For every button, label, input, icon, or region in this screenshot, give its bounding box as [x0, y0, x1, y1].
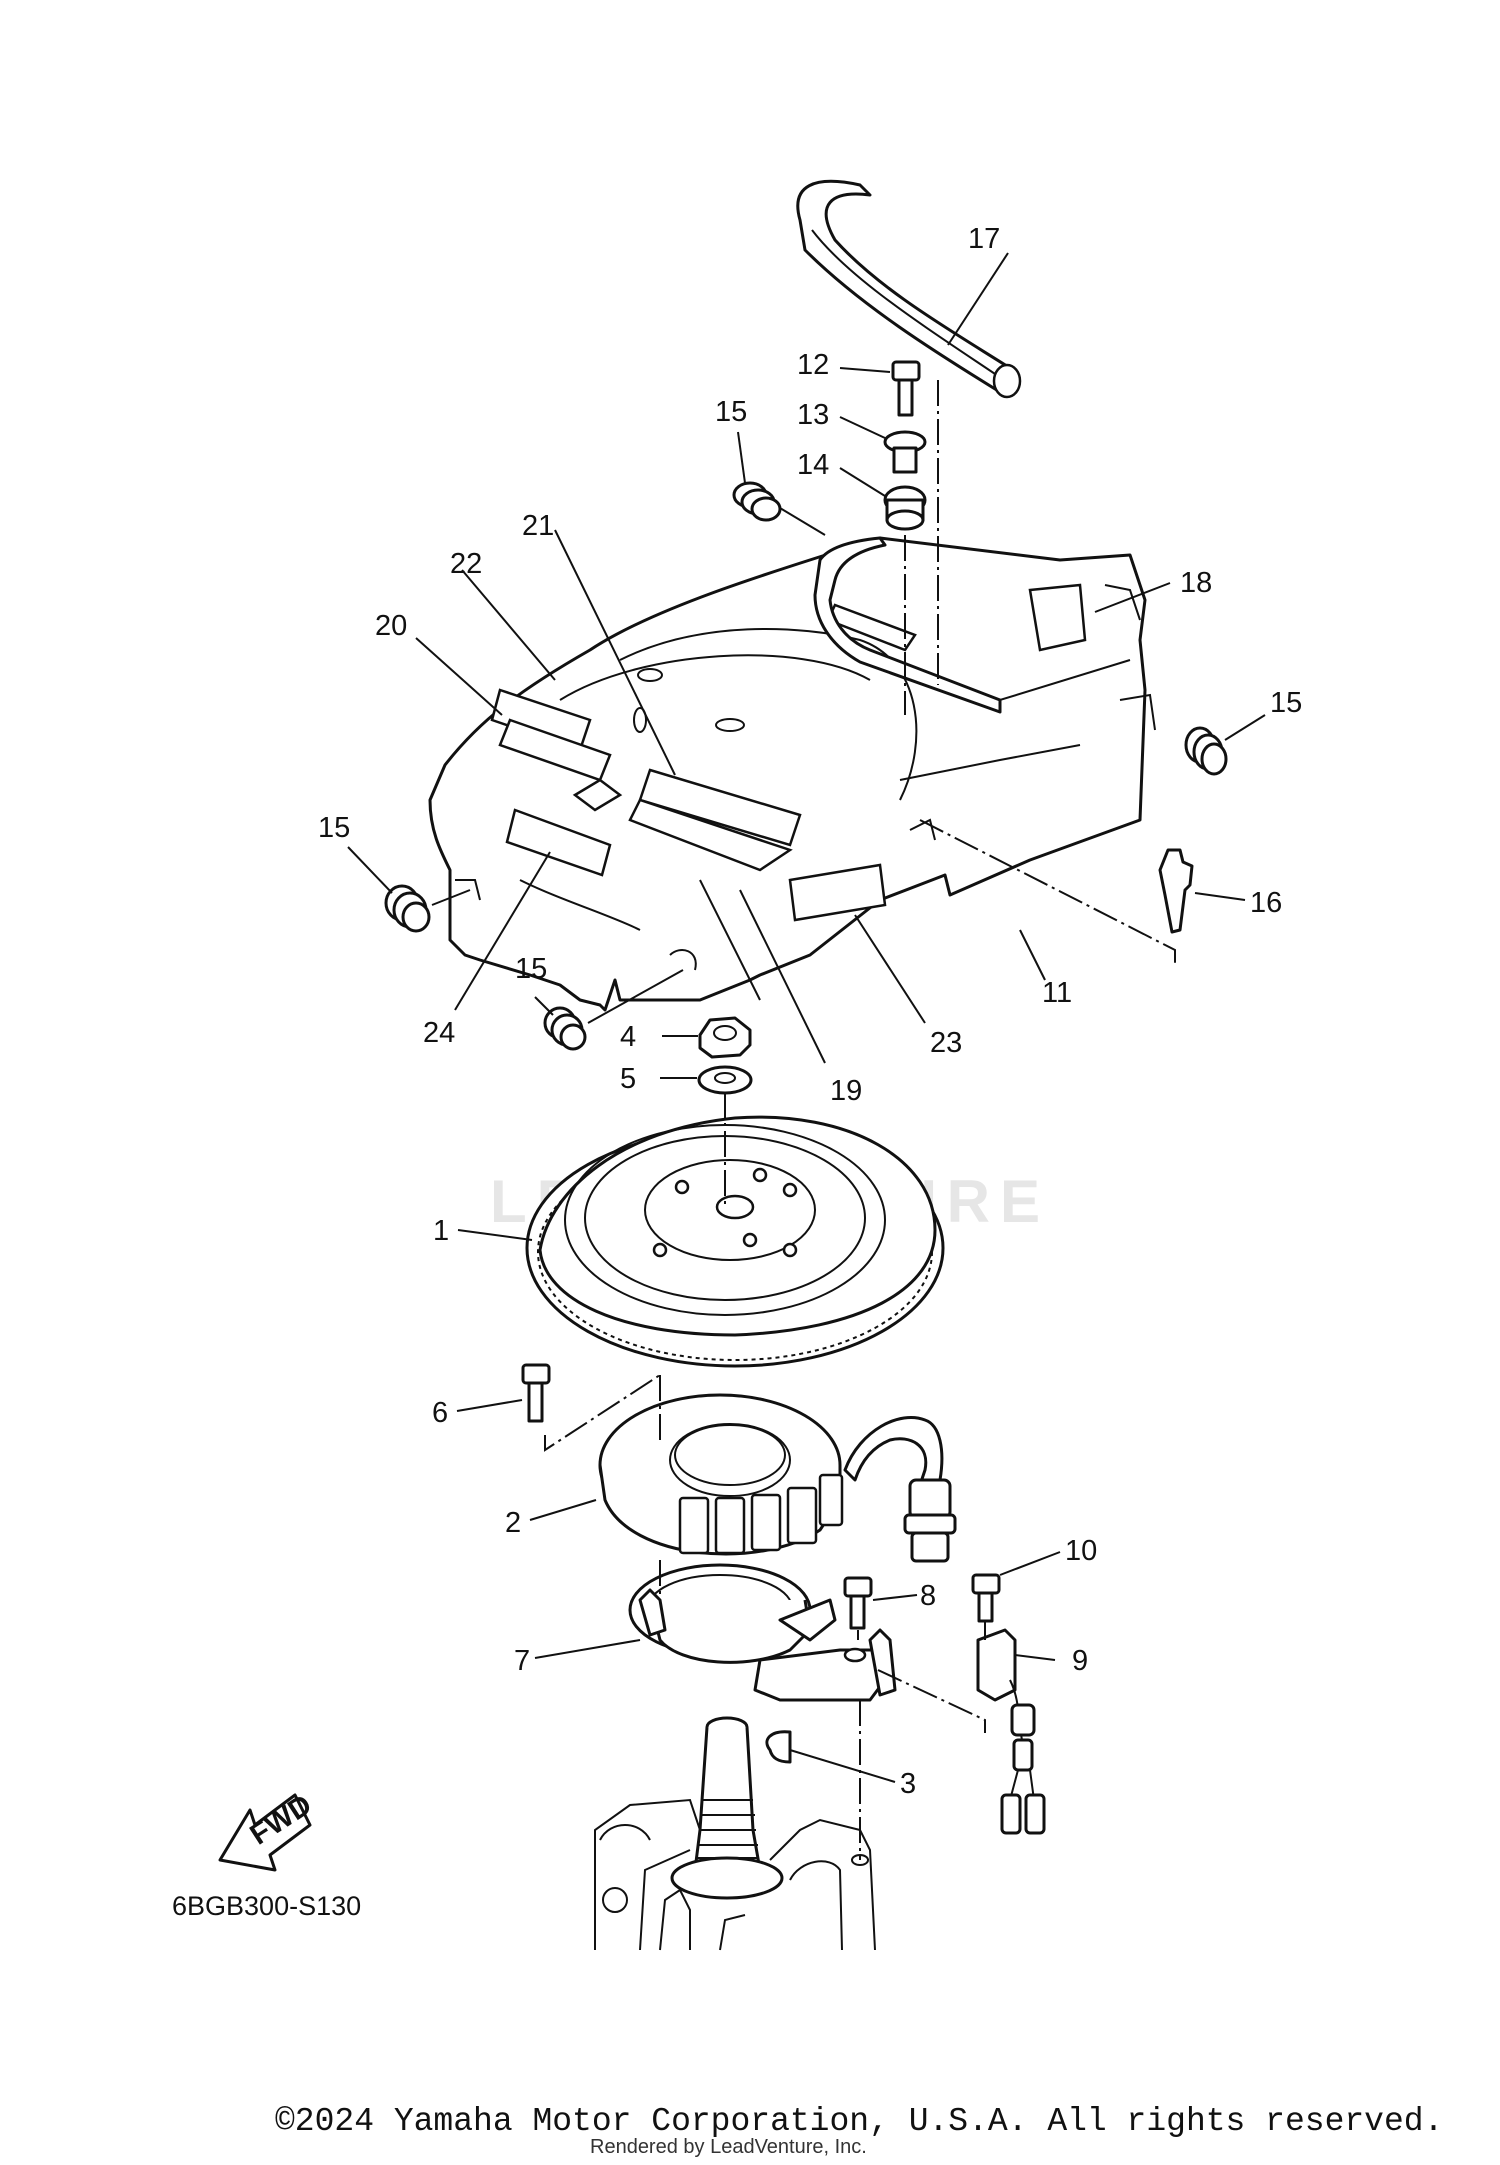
part-flywheel-cover-11: [428, 536, 1156, 1012]
callout-15-bottom: 15: [515, 953, 547, 985]
callout-23-label: 23: [930, 1027, 962, 1059]
part-nut-4: [698, 1016, 752, 1059]
engine-block: [594, 1798, 876, 1951]
callout-8: 8: [920, 1580, 936, 1612]
callout-4: 4: [620, 1021, 636, 1053]
callout-labels: 17 12 13 14 15 18 15 16 11 15 15 20 22 2…: [172, 223, 1302, 1921]
callout-22: 22: [450, 548, 482, 580]
part-bolt-12: [891, 360, 921, 417]
alignment-lines: [544, 380, 1176, 1860]
part-hose-17: [796, 179, 1022, 399]
reference-code: 6BGB300-S130: [172, 1891, 361, 1921]
callout-18: 18: [1180, 567, 1212, 599]
callout-16: 16: [1250, 887, 1282, 919]
part-collar-13: [883, 430, 927, 474]
callout-5: 5: [620, 1063, 636, 1095]
part-clip-16: [1158, 848, 1194, 934]
part-bolt-10: [971, 1573, 1001, 1623]
leader-lines: [347, 252, 1266, 1783]
callout-21: 21: [522, 510, 554, 542]
callout-12: 12: [797, 349, 829, 381]
callout-15-right: 15: [1270, 687, 1302, 719]
part-grommet-15-left: [384, 884, 431, 933]
part-grommet-14: [883, 485, 927, 531]
part-pulser-coil-9: [976, 1628, 1046, 1835]
callout-11: 11: [1042, 977, 1072, 1009]
part-base-7: [628, 1563, 897, 1702]
callout-19: 19: [830, 1075, 862, 1107]
callout-15-top: 15: [715, 396, 747, 428]
callout-20: 20: [375, 610, 407, 642]
callout-13: 13: [797, 399, 829, 431]
callout-3: 3: [900, 1768, 916, 1800]
callout-7: 7: [514, 1645, 530, 1677]
part-flywheel-1: [525, 1115, 945, 1368]
callout-24: 24: [423, 1017, 455, 1049]
copyright-notice: ©2024 Yamaha Motor Corporation, U.S.A. A…: [275, 2103, 1444, 2140]
callout-17: 17: [968, 223, 1000, 255]
rendered-by-credit: Rendered by LeadVenture, Inc.: [590, 2136, 867, 2158]
callout-2: 2: [505, 1507, 521, 1539]
part-seal-18: [813, 536, 1002, 714]
part-grommet-15-top: [732, 481, 782, 522]
part-grommet-15-right: [1184, 726, 1228, 776]
fwd-arrow-icon: FWD: [218, 1789, 317, 1872]
callout-15-left: 15: [318, 812, 350, 844]
callout-6: 6: [432, 1397, 448, 1429]
part-bolt-6: [521, 1363, 551, 1423]
part-grommet-15-bottom: [543, 1006, 587, 1051]
part-stator-2: [598, 1393, 957, 1563]
part-key-3: [765, 1730, 792, 1764]
part-crankshaft: [670, 1716, 784, 1900]
part-bolt-8: [843, 1576, 873, 1630]
callout-9: 9: [1072, 1645, 1088, 1677]
callout-14: 14: [797, 449, 829, 481]
callout-10: 10: [1065, 1535, 1097, 1567]
callout-1: 1: [433, 1215, 449, 1247]
part-washer-5: [697, 1065, 753, 1095]
